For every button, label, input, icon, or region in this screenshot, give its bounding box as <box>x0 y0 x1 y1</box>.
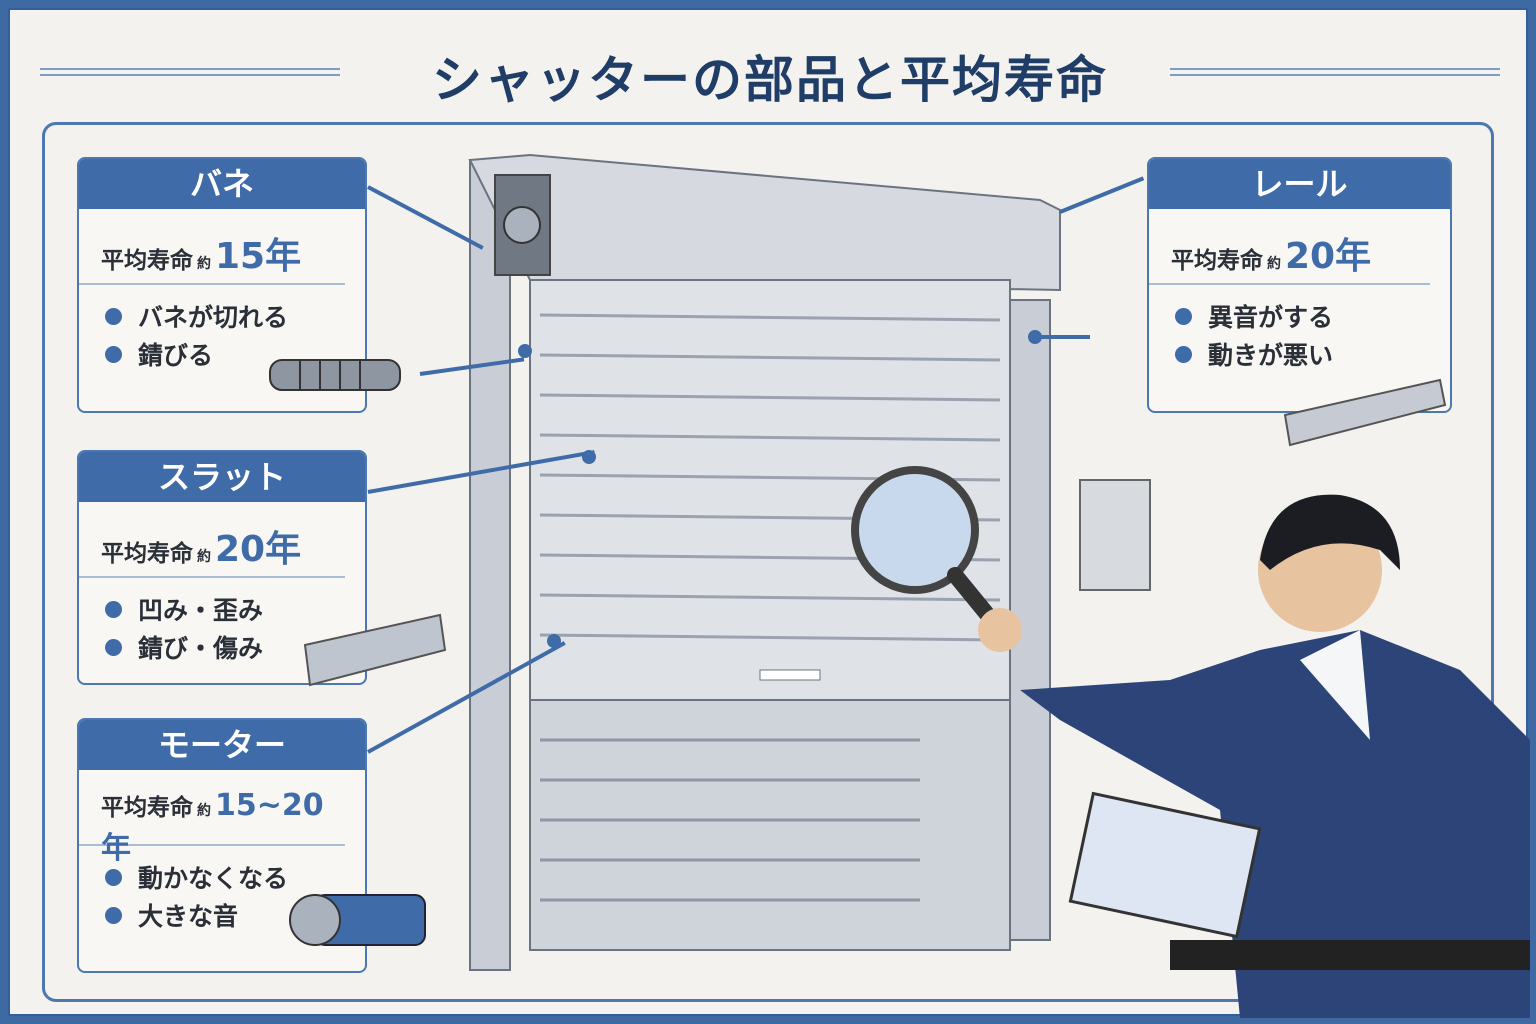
bullet-icon <box>105 906 122 924</box>
lifespan-value: 20年 <box>215 529 302 570</box>
clipboard-icon <box>1068 791 1262 939</box>
worker-figure <box>978 494 1530 1018</box>
symptom: 錆び・傷み <box>105 628 365 666</box>
symptom-text: 異音がする <box>1208 303 1334 332</box>
symptom: バネが切れる <box>105 297 365 335</box>
leader-dot-slat <box>582 450 596 464</box>
bullet-icon <box>105 868 122 886</box>
leader-line-rail-2 <box>1035 335 1090 339</box>
lifespan-value: 20年 <box>1285 236 1372 277</box>
symptom: 大きな音 <box>105 896 365 934</box>
spring-part-icon <box>269 359 401 391</box>
bullet-icon <box>105 345 122 363</box>
leader-dot-rail <box>1028 330 1042 344</box>
shutter-illustration <box>468 153 1061 971</box>
symptom-text: 大きな音 <box>138 902 239 931</box>
lifespan-value: 15~20年 <box>101 788 324 866</box>
approx-label: 約 <box>1267 256 1281 272</box>
lifespan-value: 15年 <box>215 236 302 277</box>
symptom-text: 動きが悪い <box>1208 341 1334 370</box>
motor-part-icon <box>289 894 426 946</box>
part-name: バネ <box>79 159 365 209</box>
symptom-text: 錆び・傷み <box>138 634 264 663</box>
bullet-icon <box>105 600 122 618</box>
content-frame <box>42 122 1494 1002</box>
symptom-text: 錆びる <box>138 341 214 370</box>
symptom: 凹み・歪み <box>105 590 365 628</box>
bullet-icon <box>1175 307 1192 325</box>
symptom: 動かなくなる <box>105 858 365 896</box>
bullet-icon <box>105 307 122 325</box>
symptom: 動きが悪い <box>1175 335 1450 373</box>
leader-dot-motor <box>547 634 561 648</box>
approx-label: 約 <box>197 803 211 819</box>
magnifier-icon <box>851 466 1008 638</box>
rail-bracket-icon <box>1079 479 1151 591</box>
title-rule-left <box>40 68 340 76</box>
symptom-text: 動かなくなる <box>138 864 289 893</box>
inspector-illustration <box>851 466 1530 1018</box>
spring-drum-icon <box>503 206 541 244</box>
symptom: 異音がする <box>1175 297 1450 335</box>
symptom-text: 凹み・歪み <box>138 596 264 625</box>
symptom: 錆びる <box>105 335 365 373</box>
leader-dot-spring <box>518 344 532 358</box>
approx-label: 約 <box>197 256 211 272</box>
bullet-icon <box>105 638 122 656</box>
symptom-text: バネが切れる <box>138 303 289 332</box>
part-name: モーター <box>79 720 365 770</box>
part-name: スラット <box>79 452 365 502</box>
title-rule-right <box>1170 68 1500 76</box>
page-title: シャッターの部品と平均寿命 <box>432 51 1108 109</box>
lifespan-label: 平均寿命 <box>101 248 193 274</box>
lifespan-label: 平均寿命 <box>101 541 193 567</box>
bullet-icon <box>1175 345 1192 363</box>
approx-label: 約 <box>197 549 211 565</box>
lifespan-label: 平均寿命 <box>101 795 193 821</box>
rail-part-icon <box>1283 378 1447 447</box>
slat-part-icon <box>303 613 447 687</box>
lifespan-label: 平均寿命 <box>1171 248 1263 274</box>
part-name: レール <box>1149 159 1450 209</box>
